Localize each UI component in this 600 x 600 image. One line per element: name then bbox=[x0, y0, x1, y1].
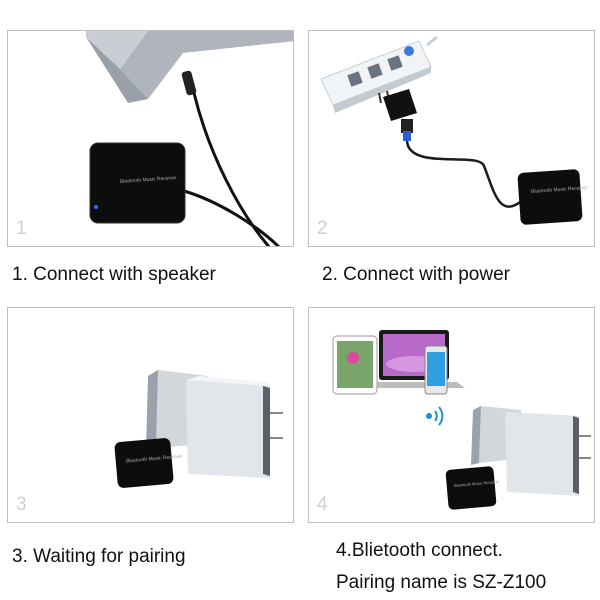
step-number: 1 bbox=[16, 218, 27, 239]
step-1-panel: Bluetooth Music Receiver 1 bbox=[7, 30, 294, 247]
step-4-panel: Bluetooth Music Receiver 4 bbox=[308, 307, 595, 523]
step-4-caption-line-1: 4.Blietooth connect. bbox=[336, 540, 503, 561]
step-3-panel: Bluetooth Music Receiver 3 bbox=[7, 307, 294, 523]
power-connection-illustration bbox=[320, 35, 583, 225]
step-number: 4 bbox=[317, 494, 328, 515]
step-4-caption-line-2: Pairing name is SZ-Z100 bbox=[336, 572, 547, 593]
step-3-caption: 3. Waiting for pairing bbox=[12, 546, 186, 567]
step-number: 2 bbox=[317, 218, 328, 239]
step-1-caption: 1. Connect with speaker bbox=[12, 264, 216, 285]
step-2-panel: Bluetooth Music Receiver 2 bbox=[308, 30, 595, 247]
bluetooth-connect-illustration bbox=[332, 330, 591, 510]
waiting-pairing-illustration bbox=[114, 370, 283, 488]
step-number: 3 bbox=[16, 494, 27, 515]
step-2-caption: 2. Connect with power bbox=[322, 264, 510, 285]
speaker-connection-illustration bbox=[86, 31, 293, 246]
